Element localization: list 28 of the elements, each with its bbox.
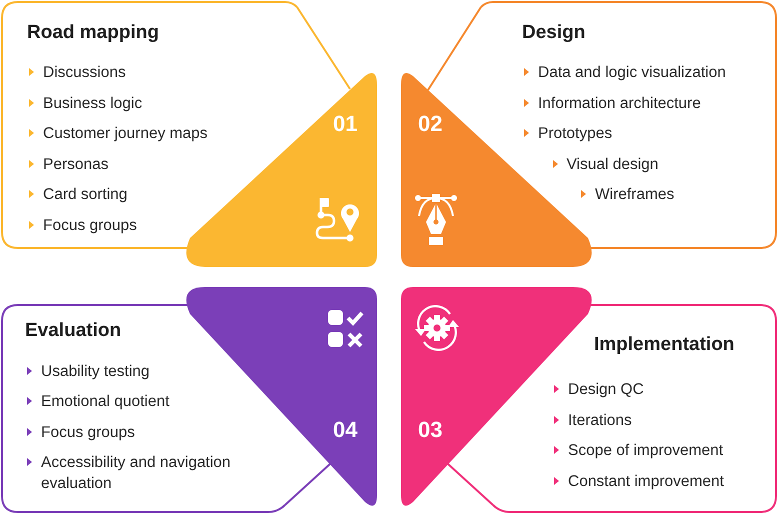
list-item: Design QC [554,379,778,400]
list-item: Information architecture [524,92,778,114]
connector-line [427,6,482,91]
list-item: Wireframes [581,184,778,206]
connector-line [284,463,331,506]
list-item: Scope of improvement [554,440,778,461]
list-item: Constant improvement [554,470,778,492]
list-item: Business logic [29,92,293,114]
step-number: 02 [418,111,442,137]
list-item: Discussions [29,62,293,83]
card-heading: Implementation [594,334,734,356]
step-number: 03 [418,417,442,443]
list-item: Data and logic visualization [524,62,778,83]
card-heading: Road mapping [27,22,159,44]
list-item: Accessibility and navigation evaluation [27,452,291,494]
list-item: Iterations [554,410,778,430]
step-number: 01 [333,111,358,137]
connector-line [296,6,351,90]
step-number: 04 [333,417,358,443]
outline-card [0,0,300,252]
card-heading: Evaluation [25,320,122,342]
list-item: Focus groups [27,422,291,443]
outline-card [478,0,778,252]
list-item: Customer journey maps [29,123,293,144]
list-item: Prototypes [524,123,778,144]
connector-line [447,463,494,506]
card-heading: Design [522,22,586,44]
list-item: Visual design [552,154,778,175]
